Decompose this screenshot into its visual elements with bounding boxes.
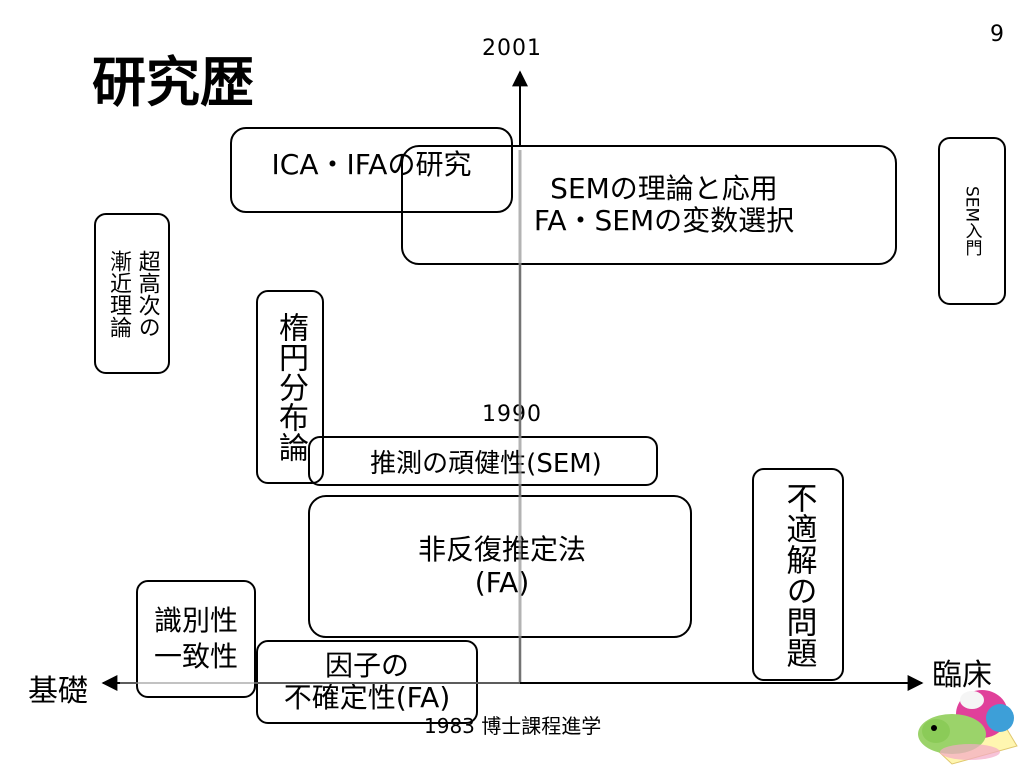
slide-title: 研究歴	[92, 51, 254, 114]
page-number: 9	[990, 22, 1004, 47]
topic-improper: 不適解の問題	[752, 468, 844, 681]
topic-sem-intro-text: SEM入門	[961, 185, 982, 257]
x-axis-left-label: 基礎	[28, 674, 88, 709]
y-axis-top-label: 2001	[482, 36, 542, 61]
mascot-logo-icon	[918, 690, 1018, 765]
topic-elliptical-text: 楕円分布論	[273, 312, 308, 462]
y-axis-bottom-label: 1983 博士課程進学	[424, 714, 602, 738]
topic-indeterminacy: 因子の 不確定性(FA)	[256, 640, 478, 724]
topic-robustness: 推測の頑健性(SEM)	[308, 436, 658, 486]
topic-identifiability: 識別性 一致性	[136, 580, 256, 698]
y-axis-mid-label: 1990	[482, 402, 542, 427]
topic-noniterative-text: 非反復推定法 (FA)	[417, 533, 586, 599]
topic-indeterminacy-text: 因子の 不確定性(FA)	[283, 648, 451, 714]
topic-robustness-text: 推測の頑健性(SEM)	[370, 448, 602, 479]
topic-sem-intro: SEM入門	[938, 137, 1006, 305]
x-axis-right-label: 臨床	[932, 658, 992, 693]
topic-sem-theory-text: SEMの理論と応用 FA・SEMの変数選択	[533, 171, 795, 237]
topic-identifiability-text: 識別性 一致性	[153, 603, 238, 673]
topic-noniterative: 非反復推定法 (FA)	[308, 495, 692, 638]
topic-ica-ifa: ICA・IFAの研究	[230, 127, 513, 213]
topic-ica-ifa-text: ICA・IFAの研究	[271, 148, 472, 181]
topic-asymptotic: 超高次の 漸近理論	[94, 213, 170, 374]
topic-sem-theory: SEMの理論と応用 FA・SEMの変数選択	[401, 145, 897, 265]
topic-asymptotic-text: 超高次の 漸近理論	[106, 249, 160, 338]
topic-improper-text: 不適解の問題	[780, 481, 817, 668]
topic-elliptical: 楕円分布論	[256, 290, 324, 484]
